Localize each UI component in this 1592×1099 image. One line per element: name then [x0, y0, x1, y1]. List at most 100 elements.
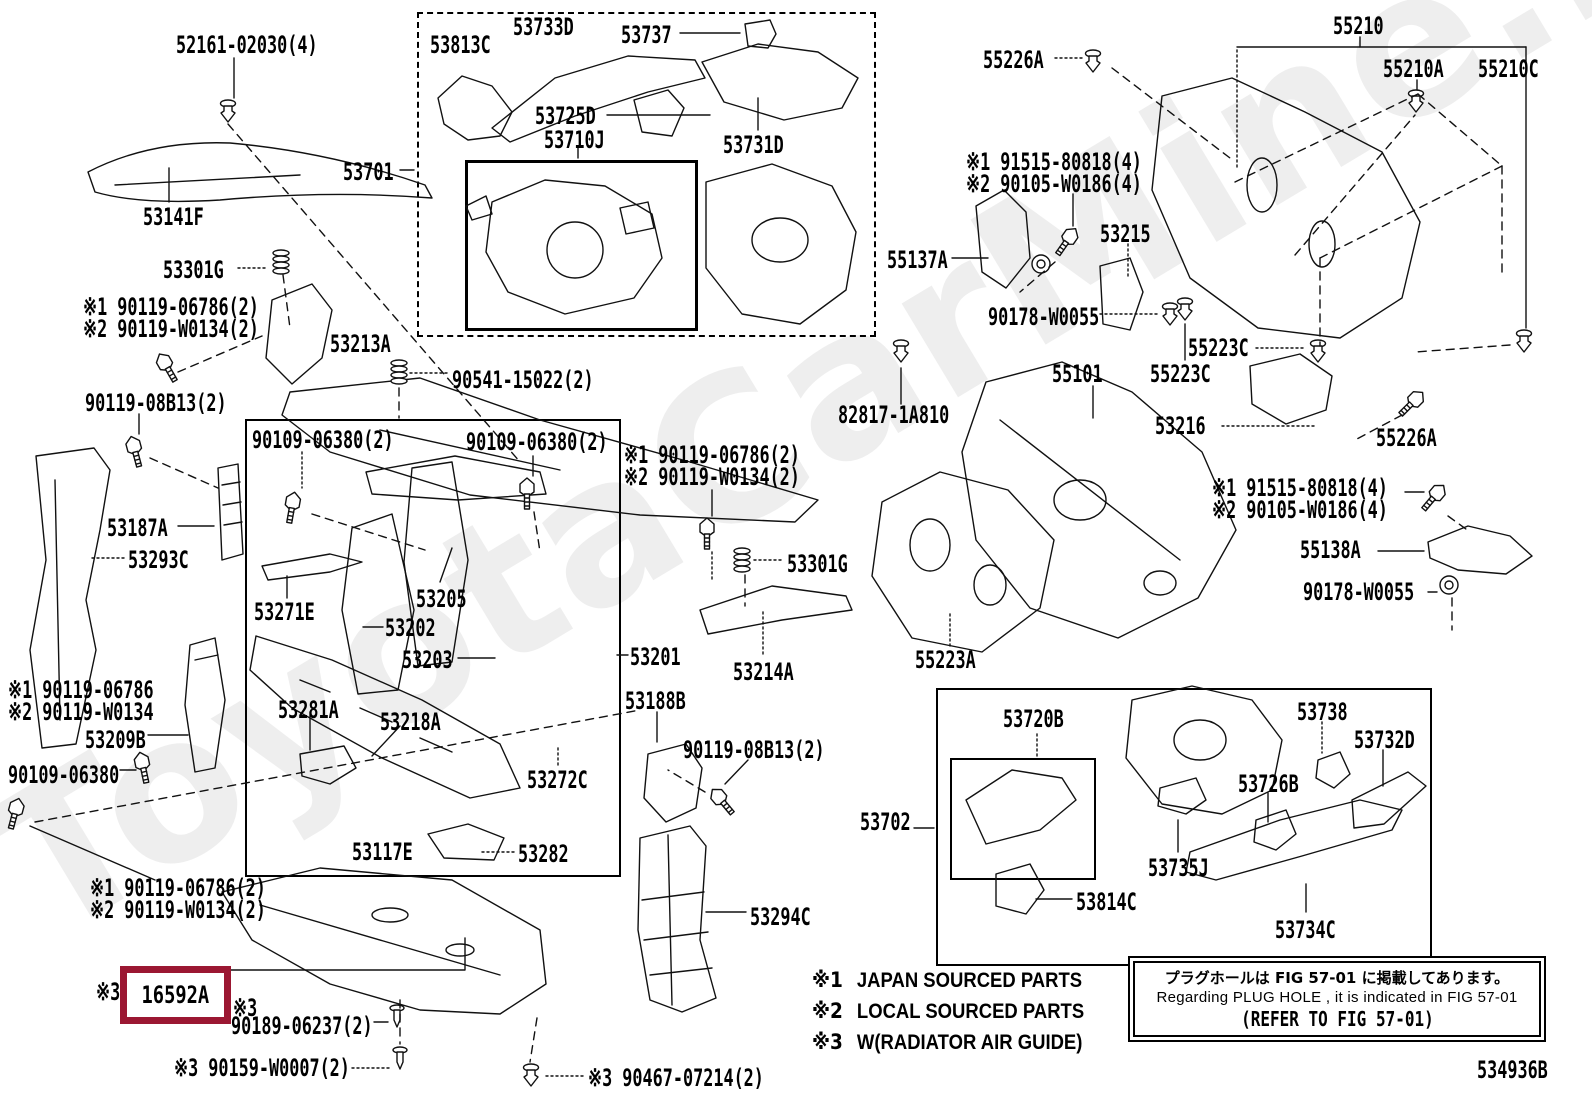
part-label-90119-06786-a[interactable]: ※1 90119-06786(2): [83, 293, 259, 321]
part-drawing-undercover: [222, 868, 546, 1014]
bolt-icon: [1395, 386, 1429, 420]
part-label-53814c[interactable]: 53814C: [1076, 888, 1137, 916]
part-label-53271e[interactable]: 53271E: [254, 598, 315, 626]
part-drawing-wheelhouse-br: [1126, 686, 1282, 814]
part-label-90467-07214[interactable]: ※3 90467-07214(2): [588, 1064, 764, 1092]
part-label-53734c[interactable]: 53734C: [1275, 916, 1336, 944]
part-label-53294c[interactable]: 53294C: [750, 903, 811, 931]
part-label-53293c[interactable]: 53293C: [128, 546, 189, 574]
part-label-53731d[interactable]: 53731D: [723, 131, 784, 159]
part-label-53726b[interactable]: 53726B: [1238, 770, 1299, 798]
legend-text-3: W(RADIATOR AIR GUIDE): [856, 1031, 1083, 1054]
clip-icon: [1176, 297, 1194, 321]
part-label-82817-1a810[interactable]: 82817-1A810: [838, 401, 950, 429]
part-label-53732d[interactable]: 53732D: [1354, 726, 1415, 754]
part-label-53710j[interactable]: 53710J: [544, 126, 605, 154]
legend-mark-2: ※2: [812, 999, 843, 1023]
plug-hole-note-box: プラグホールは FIG 57-01 に掲載してあります。 Regarding P…: [1128, 956, 1546, 1042]
part-label-53141f[interactable]: 53141F: [143, 203, 204, 231]
part-label-55210[interactable]: 55210: [1333, 12, 1384, 40]
radiator-guide-mark: ※3: [96, 978, 121, 1006]
part-label-52161-02030[interactable]: 52161-02030(4): [176, 31, 318, 59]
part-drawing-53733d: [492, 56, 705, 142]
spring-icon: [272, 249, 290, 275]
part-label-53202[interactable]: 53202: [385, 614, 436, 642]
part-label-55226a-a[interactable]: 55226A: [983, 46, 1044, 74]
part-label-55138a[interactable]: 55138A: [1300, 536, 1361, 564]
part-drawing-53710j: [486, 180, 662, 314]
part-label-55223a[interactable]: 55223A: [915, 646, 976, 674]
part-label-90105-w0186-a[interactable]: ※2 90105-W0186(4): [966, 170, 1142, 198]
part-label-90119-w0134-b[interactable]: ※2 90119-W0134(2): [624, 463, 800, 491]
part-label-90178-w0055-a[interactable]: 90178-W0055: [988, 303, 1100, 331]
part-drawing-55101-hole: [1054, 480, 1106, 520]
part-drawing-53813c: [438, 76, 512, 140]
part-label-53117e[interactable]: 53117E: [352, 838, 413, 866]
note-line-reference: (REFER TO FIG 57-01): [1240, 1007, 1434, 1031]
part-label-90119-06786-d[interactable]: ※1 90119-06786(2): [90, 874, 266, 902]
part-label-55226a-b[interactable]: 55226A: [1376, 424, 1437, 452]
part-label-53203[interactable]: 53203: [402, 646, 453, 674]
part-label-90105-w0186-b[interactable]: ※2 90105-W0186(4): [1212, 496, 1388, 524]
part-label-53720b[interactable]: 53720B: [1003, 705, 1064, 733]
part-drawings: [30, 20, 1532, 1014]
part-label-55223c-b[interactable]: 55223C: [1150, 360, 1211, 388]
part-label-53737[interactable]: 53737: [621, 21, 672, 49]
part-label-90178-w0055-b[interactable]: 90178-W0055: [1303, 578, 1415, 606]
part-drawing-53205: [366, 456, 546, 500]
part-label-53214a[interactable]: 53214A: [733, 658, 794, 686]
part-label-55210a[interactable]: 55210A: [1383, 55, 1444, 83]
highlighted-part-box[interactable]: 16592A: [120, 966, 231, 1024]
part-label-90119-w0134-a[interactable]: ※2 90119-W0134(2): [83, 315, 259, 343]
part-label-53733d[interactable]: 53733D: [513, 13, 574, 41]
part-label-53188b[interactable]: 53188B: [625, 687, 686, 715]
part-label-90109-06380-b[interactable]: 90109-06380(2): [466, 428, 608, 456]
part-label-91515-80818-b[interactable]: ※1 91515-80818(4): [1212, 474, 1388, 502]
part-label-90541-15022[interactable]: 90541-15022(2): [452, 366, 594, 394]
part-label-90119-06786-c[interactable]: ※1 90119-06786: [8, 676, 154, 704]
part-label-53282[interactable]: 53282: [518, 840, 569, 868]
part-label-90189-06237[interactable]: 90189-06237(2): [231, 1012, 373, 1040]
part-label-53281a[interactable]: 53281A: [278, 696, 339, 724]
part-label-90109-06380-a[interactable]: 90109-06380(2): [252, 426, 394, 454]
part-label-53216[interactable]: 53216: [1155, 412, 1206, 440]
part-label-53725d[interactable]: 53725D: [535, 102, 596, 130]
part-label-53209b[interactable]: 53209B: [85, 726, 146, 754]
part-label-90119-w0134-c[interactable]: ※2 90119-W0134: [8, 698, 154, 726]
part-label-16592a[interactable]: 16592A: [141, 981, 210, 1009]
part-label-53272c[interactable]: 53272C: [527, 766, 588, 794]
part-label-90119-06786-b[interactable]: ※1 90119-06786(2): [624, 441, 800, 469]
bolt-icon: [699, 517, 715, 550]
part-drawing-53737: [745, 20, 776, 48]
clip-icon: [1161, 302, 1179, 326]
part-label-53301g-b[interactable]: 53301G: [787, 550, 848, 578]
part-label-53702[interactable]: 53702: [860, 808, 911, 836]
part-label-90109-06380-c[interactable]: 90109-06380: [8, 761, 120, 789]
clip-icon: [1309, 339, 1327, 363]
part-label-53201[interactable]: 53201: [630, 643, 681, 671]
part-label-53205[interactable]: 53205: [416, 585, 467, 613]
part-label-53701[interactable]: 53701: [343, 158, 394, 186]
part-label-55101[interactable]: 55101: [1052, 360, 1103, 388]
part-drawing-53117e: [428, 824, 504, 860]
part-label-90119-w0134-d[interactable]: ※2 90119-W0134(2): [90, 896, 266, 924]
part-label-90119-08b13-a[interactable]: 90119-08B13(2): [85, 389, 227, 417]
part-label-53187a[interactable]: 53187A: [107, 514, 168, 542]
part-label-53735j[interactable]: 53735J: [1148, 854, 1209, 882]
part-drawing-53214a: [700, 586, 852, 634]
part-label-55210c[interactable]: 55210C: [1478, 55, 1539, 83]
part-label-90119-08b13-b[interactable]: 90119-08B13(2): [683, 736, 825, 764]
part-label-55137a[interactable]: 55137A: [887, 246, 948, 274]
part-drawing-53202: [404, 462, 468, 666]
part-label-53215[interactable]: 53215: [1100, 220, 1151, 248]
part-label-55223c-a[interactable]: 55223C: [1188, 334, 1249, 362]
part-label-53301g-a[interactable]: 53301G: [163, 256, 224, 284]
part-label-53813c[interactable]: 53813C: [430, 31, 491, 59]
part-label-91515-80818-a[interactable]: ※1 91515-80818(4): [966, 148, 1142, 176]
part-drawing-53187a: [218, 464, 243, 560]
part-label-53738[interactable]: 53738: [1297, 698, 1348, 726]
part-label-53213a[interactable]: 53213A: [330, 330, 391, 358]
part-label-90159-w0007[interactable]: ※3 90159-W0007(2): [174, 1054, 350, 1082]
part-label-53218a[interactable]: 53218A: [380, 708, 441, 736]
